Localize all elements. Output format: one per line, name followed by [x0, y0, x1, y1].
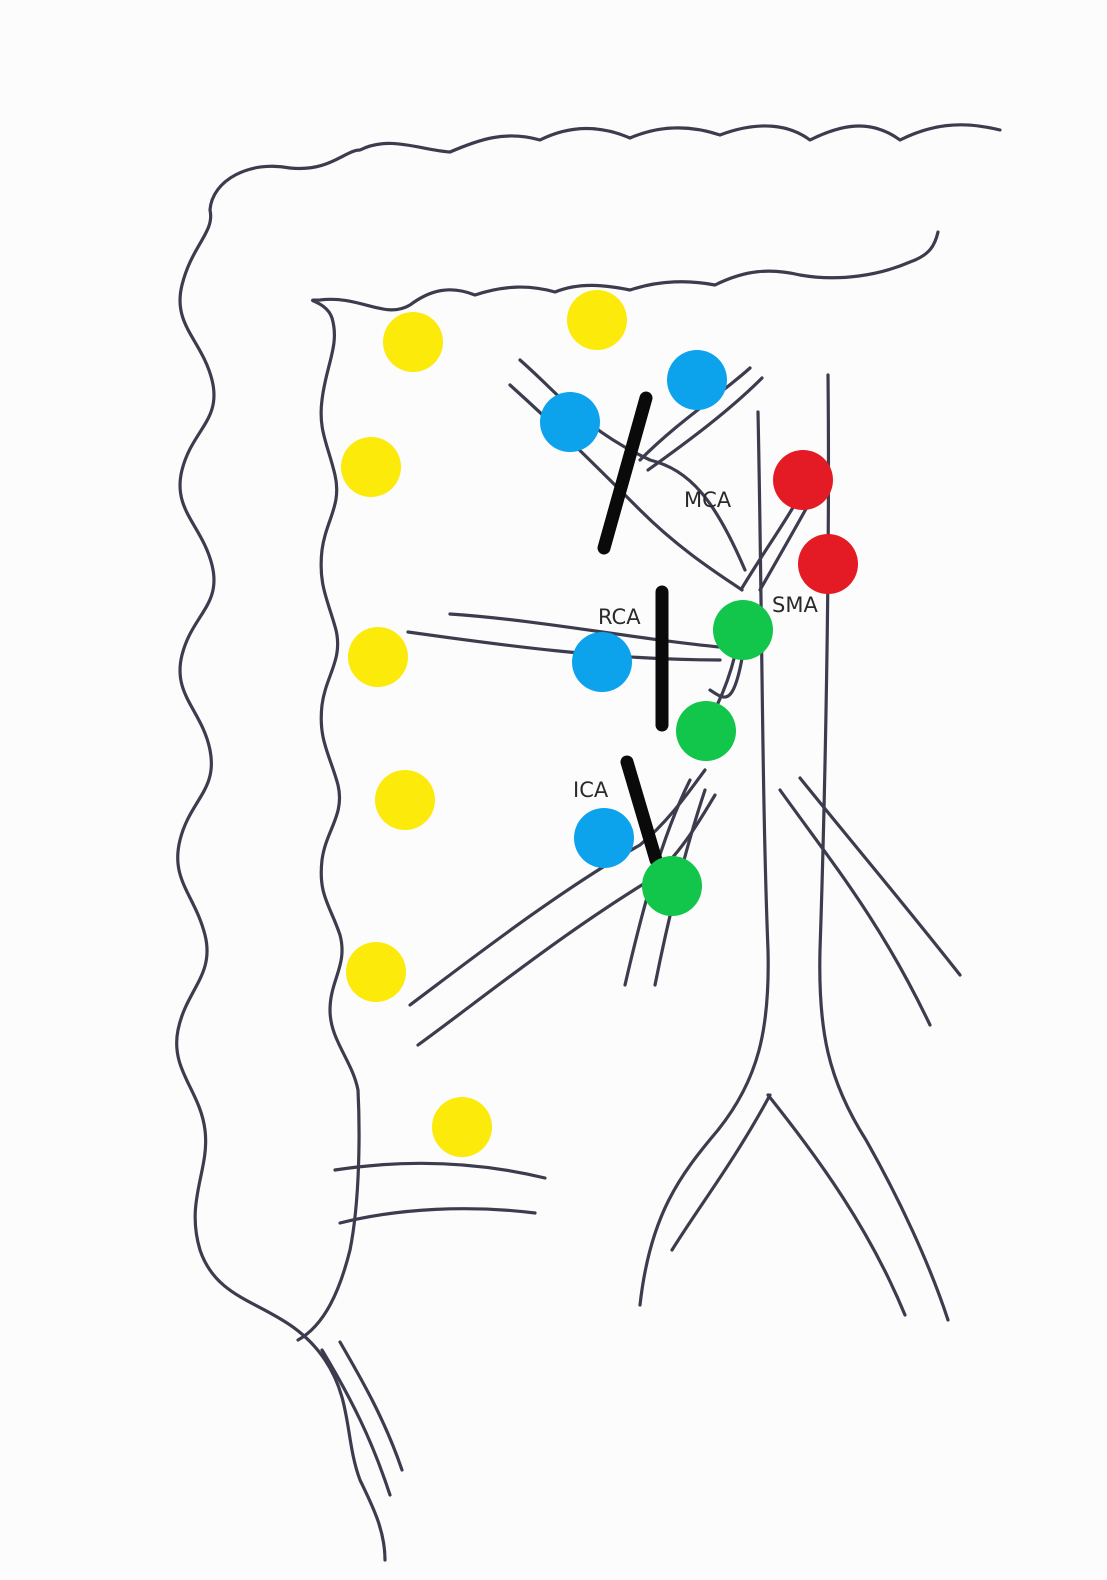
lymph-node-green [676, 701, 736, 761]
label-rca: RCA [598, 605, 641, 629]
ligation-mark-mca [604, 398, 646, 548]
lymph-node-blue [540, 392, 600, 452]
lymph-node-blue [572, 632, 632, 692]
label-mca: MCA [684, 488, 732, 512]
lymph-node-red [773, 450, 833, 510]
lymph-node-blue [574, 808, 634, 868]
lymph-node-red [798, 534, 858, 594]
lymph-node-yellow [375, 770, 435, 830]
lymph-node-blue [667, 350, 727, 410]
lymph-node-yellow [341, 437, 401, 497]
label-sma: SMA [772, 593, 818, 617]
lymph-node-yellow [567, 290, 627, 350]
lymph-node-yellow [432, 1097, 492, 1157]
lymph-nodes [341, 290, 858, 1157]
lymph-node-yellow [346, 942, 406, 1002]
label-ica: ICA [573, 778, 609, 802]
lymph-node-yellow [348, 627, 408, 687]
lymph-node-green [713, 600, 773, 660]
lymph-node-green [642, 856, 702, 916]
lymph-node-yellow [383, 312, 443, 372]
